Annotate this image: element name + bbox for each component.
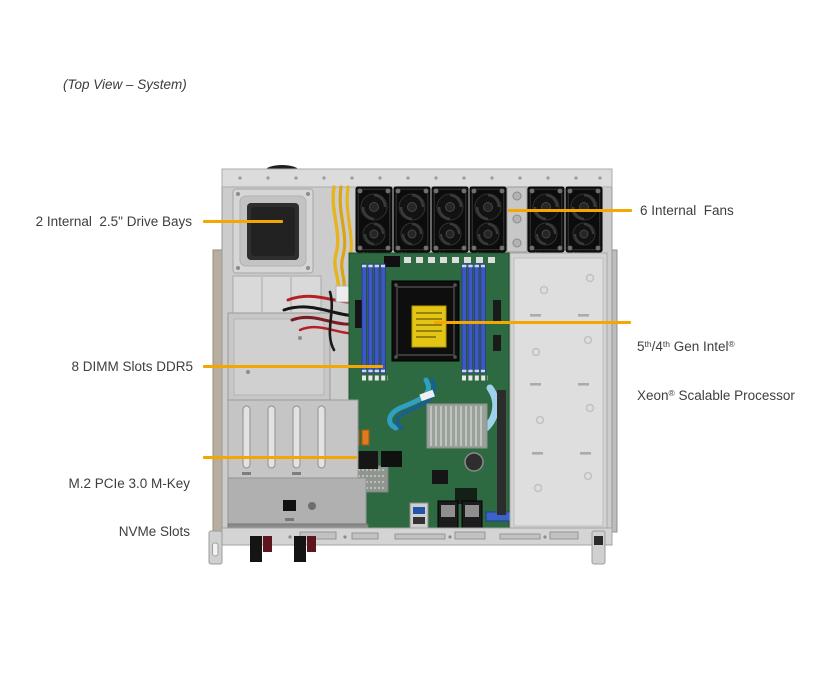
- power-sockets: [250, 536, 316, 562]
- rim-screws: [238, 176, 602, 180]
- riser-slot: [497, 390, 506, 515]
- dimm-bank-right: [461, 263, 486, 374]
- label-cpu-line1: 5th/4th Gen Intel®: [637, 339, 735, 354]
- mounting-ear-right: [591, 530, 606, 565]
- page-title: (Top View – System): [63, 77, 187, 92]
- fan-module-6: [565, 186, 603, 253]
- callout-line-drive-bays: [203, 220, 283, 223]
- cable-connector: [335, 285, 350, 303]
- label-cpu-line2: Xeon® Scalable Processor: [637, 388, 795, 403]
- mounting-ear-left: [208, 530, 223, 565]
- callout-line-m2: [203, 456, 357, 459]
- sata-cables: [387, 377, 500, 432]
- fan-module-3: [431, 186, 469, 253]
- fan-module-4: [469, 186, 507, 253]
- fan-module-1: [355, 186, 393, 253]
- callout-line-dimm: [203, 365, 383, 368]
- m2-controller-chip: [357, 451, 378, 469]
- label-cpu: 5th/4th Gen Intel® Xeon® Scalable Proces…: [637, 306, 795, 436]
- cmos-battery: [464, 452, 484, 472]
- expansion-tray: [509, 252, 608, 532]
- cpu-label-sticker: [411, 305, 447, 348]
- label-fans: 6 Internal Fans: [640, 203, 734, 218]
- callout-line-fans: [508, 209, 632, 212]
- drive-bay: [232, 188, 314, 274]
- fan-row: [355, 186, 603, 268]
- fan-module-5: [527, 186, 565, 253]
- label-m2-line2: NVMe Slots: [118, 524, 190, 539]
- rear-edge: [208, 527, 613, 565]
- fan-bracket-divider: [506, 186, 528, 253]
- label-m2: M.2 PCIe 3.0 M-Key NVMe Slots: [20, 444, 190, 572]
- chipset-heatsink: [426, 403, 488, 449]
- motherboard: [348, 252, 515, 531]
- label-m2-line1: M.2 PCIe 3.0 M-Key: [68, 476, 190, 491]
- yellow-cable-bundle: [331, 185, 353, 303]
- label-drive-bays: 2 Internal 2.5" Drive Bays: [35, 214, 192, 229]
- label-dimm: 8 DIMM Slots DDR5: [71, 359, 193, 374]
- fan-module-2: [393, 186, 431, 253]
- callout-line-cpu: [434, 321, 631, 324]
- pcie-slot-bracket: [227, 399, 359, 479]
- dimm-bank-left: [361, 263, 386, 374]
